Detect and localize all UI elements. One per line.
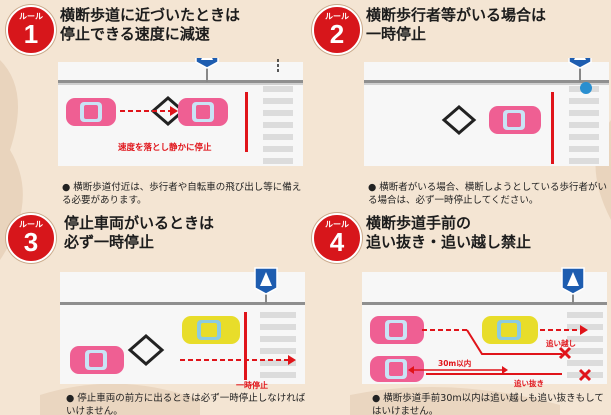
svg-text:30m以内: 30m以内 <box>438 358 471 368</box>
rule-1-note: ●横断歩道付近は、歩行者や自転車の飛び出し等に備える必要があります。 <box>62 182 302 206</box>
crosswalk-sign-icon <box>568 58 592 82</box>
rule-2-badge: ルール 2 <box>312 5 362 55</box>
rule-3-badge: ルール 3 <box>6 213 56 263</box>
crosswalk-sign-icon <box>254 267 278 304</box>
rule-3-panel: ルール 3 停止車両がいるときは 必ず一時停止 一時停止 <box>0 208 305 415</box>
rule-3-note: ●停止車両の前方に出るときは必ず一時停止しなければいけません。 <box>66 393 305 415</box>
pink-car-icon <box>370 356 424 382</box>
prohibited-x-icon <box>558 346 592 382</box>
yellow-car-icon <box>182 316 240 344</box>
rule-1-title: 横断歩道に近づいたときは 停止できる速度に減速 <box>60 6 241 43</box>
yellow-car-icon <box>482 316 538 344</box>
crosswalk-sign-icon <box>195 58 219 82</box>
rule-1-badge: ルール 1 <box>6 5 56 55</box>
pink-car-icon <box>178 98 228 126</box>
pink-car-icon <box>66 98 116 126</box>
svg-text:追い越し: 追い越し <box>546 338 576 348</box>
rule-1-panel: ルール 1 横断歩道に近づいたときは 停止できる速度に減速 速度 <box>0 0 305 207</box>
rule-4-title: 横断歩道手前の 追い抜き・追い越し禁止 <box>366 214 532 251</box>
svg-text:速度を落とし静かに停止: 速度を落とし静かに停止 <box>118 142 212 153</box>
rule-4-panel: ルール 4 横断歩道手前の 追い抜き・追い越し禁止 <box>306 208 611 415</box>
rule-3-scene: 一時停止 <box>60 267 305 390</box>
svg-text:一時停止: 一時停止 <box>236 380 268 390</box>
pink-car-icon <box>70 346 124 374</box>
rule-2-note: ●横断者がいる場合、横断しようとしている歩行者がいる場合は、必ず一時停止してくだ… <box>368 182 608 206</box>
rule-4-note: ●横断歩道手前30m以内は追い越しも追い抜きもしてはいけません。 <box>372 393 604 415</box>
rule-4-scene: 追い越し 30m以内 追い抜き <box>362 267 607 388</box>
rule-2-scene <box>364 58 609 166</box>
crosswalk-sign-icon <box>561 267 585 304</box>
rule-4-badge: ルール 4 <box>312 213 362 263</box>
rule-2-panel: ルール 2 横断歩行者等がいる場合は 一時停止 ●横断者がいる場合、横断しようと… <box>306 0 611 207</box>
svg-text:追い抜き: 追い抜き <box>514 378 544 388</box>
rule-3-title: 停止車両がいるときは 必ず一時停止 <box>64 214 215 251</box>
rule-2-title: 横断歩行者等がいる場合は 一時停止 <box>366 6 547 43</box>
pink-car-icon <box>370 316 424 344</box>
rule-1-scene: 速度を落とし静かに停止 <box>58 58 303 166</box>
pink-car-icon <box>489 106 541 134</box>
pedestrian-icon <box>580 82 592 94</box>
